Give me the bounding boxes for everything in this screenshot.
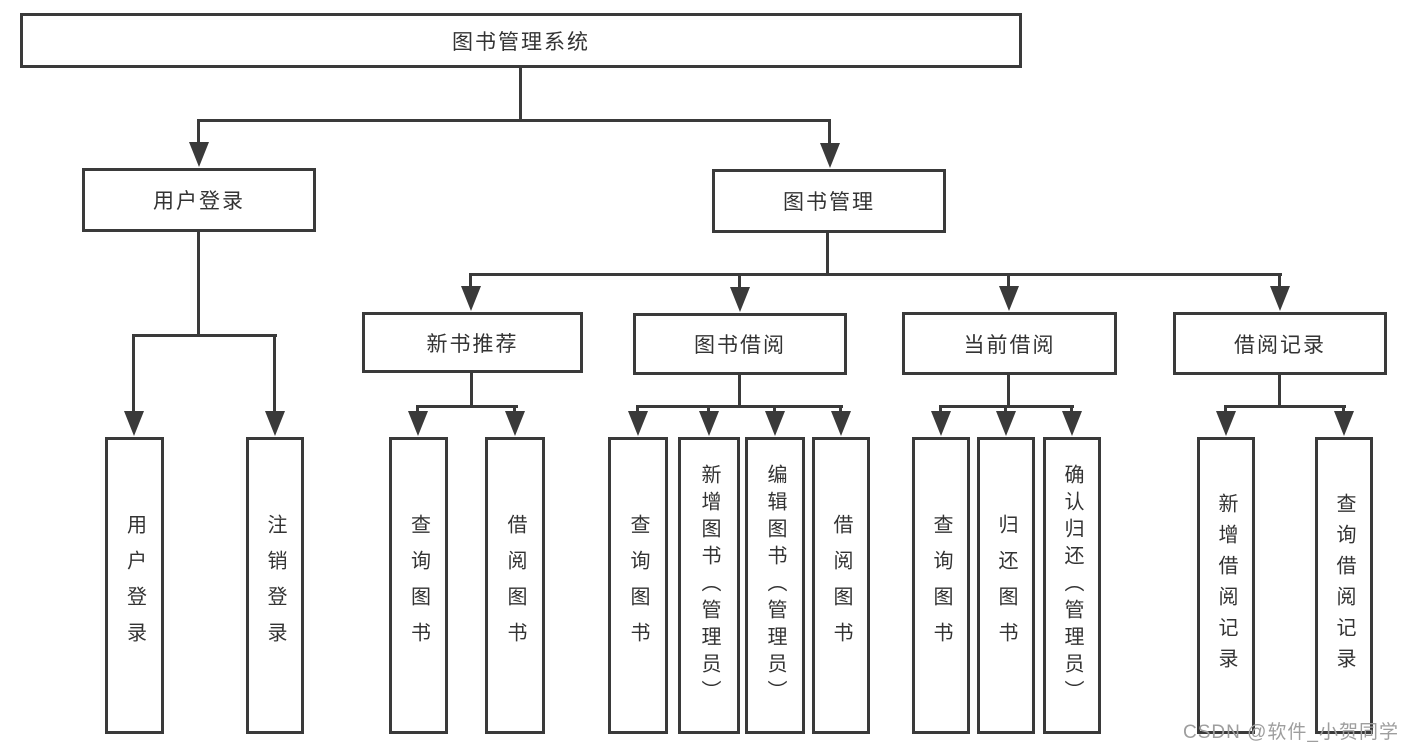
leaf-label: 注销登录	[264, 513, 286, 658]
leaf-label: 新增图书（管理员）	[698, 464, 720, 707]
connector-line	[132, 334, 277, 337]
arrowhead-icon	[124, 411, 144, 436]
arrowhead-icon	[820, 143, 840, 168]
arrowhead-icon	[996, 411, 1016, 436]
leaf-label: 查询图书	[930, 513, 952, 658]
node-new-book-recommend: 新书推荐	[362, 312, 583, 373]
node-book-borrowing: 图书借阅	[633, 313, 847, 375]
leaf-edit-books-admin: 编辑图书（管理员）	[745, 437, 805, 734]
connector-line	[1007, 375, 1010, 408]
connector-line	[1278, 375, 1281, 408]
arrowhead-icon	[461, 286, 481, 311]
leaf-label: 编辑图书（管理员）	[764, 464, 786, 707]
arrowhead-icon	[765, 411, 785, 436]
leaf-label: 查询图书	[627, 513, 649, 658]
csdn-watermark: CSDN @软件_小贺同学	[1183, 722, 1399, 743]
connector-line	[198, 119, 831, 122]
arrowhead-icon	[730, 287, 750, 312]
leaf-label: 查询借阅记录	[1333, 492, 1355, 679]
connector-line	[469, 273, 472, 293]
leaf-user-login: 用户登录	[105, 437, 164, 734]
connector-line	[416, 405, 518, 408]
leaf-logout: 注销登录	[246, 437, 304, 734]
leaf-query-books-borrowing: 查询图书	[608, 437, 668, 734]
leaf-add-books-admin: 新增图书（管理员）	[678, 437, 740, 734]
arrowhead-icon	[628, 411, 648, 436]
leaf-return-books: 归还图书	[977, 437, 1035, 734]
leaf-label: 新增借阅记录	[1215, 492, 1237, 679]
connector-line	[738, 273, 741, 293]
arrowhead-icon	[831, 411, 851, 436]
connector-line	[519, 68, 522, 122]
connector-line	[738, 375, 741, 408]
leaf-add-borrowing-record: 新增借阅记录	[1197, 437, 1255, 734]
connector-line	[469, 273, 1282, 276]
connector-line	[826, 233, 829, 276]
connector-line	[1278, 273, 1281, 293]
leaf-confirm-return-admin: 确认归还（管理员）	[1043, 437, 1101, 734]
arrowhead-icon	[1334, 411, 1354, 436]
node-user-login: 用户登录	[82, 168, 316, 232]
connector-line	[197, 232, 200, 337]
node-root: 图书管理系统	[20, 13, 1022, 68]
arrowhead-icon	[189, 142, 209, 167]
connector-line	[197, 119, 200, 147]
leaf-borrow-books: 借阅图书	[812, 437, 870, 734]
connector-line	[636, 405, 843, 408]
connector-line	[273, 334, 276, 416]
leaf-label: 借阅图书	[830, 513, 852, 658]
leaf-label: 借阅图书	[504, 513, 526, 658]
connector-line	[828, 119, 831, 147]
arrowhead-icon	[999, 286, 1019, 311]
leaf-label: 用户登录	[123, 513, 146, 658]
leaf-label: 归还图书	[995, 513, 1017, 658]
arrowhead-icon	[931, 411, 951, 436]
connector-line	[470, 373, 473, 408]
leaf-label: 查询图书	[407, 513, 430, 658]
arrowhead-icon	[505, 411, 525, 436]
node-borrowing-records: 借阅记录	[1173, 312, 1387, 375]
connector-line	[1224, 405, 1346, 408]
arrowhead-icon	[1216, 411, 1236, 436]
arrowhead-icon	[699, 411, 719, 436]
node-current-borrowing: 当前借阅	[902, 312, 1117, 375]
leaf-label: 确认归还（管理员）	[1061, 464, 1083, 707]
leaf-query-books-current: 查询图书	[912, 437, 970, 734]
connector-line	[132, 334, 135, 416]
leaf-query-books-recommend: 查询图书	[389, 437, 448, 734]
arrowhead-icon	[1270, 286, 1290, 311]
arrowhead-icon	[265, 411, 285, 436]
arrowhead-icon	[408, 411, 428, 436]
node-book-management: 图书管理	[712, 169, 946, 233]
leaf-query-borrowing-record: 查询借阅记录	[1315, 437, 1373, 734]
connector-line	[1007, 273, 1010, 293]
leaf-borrow-books-recommend: 借阅图书	[485, 437, 545, 734]
arrowhead-icon	[1062, 411, 1082, 436]
